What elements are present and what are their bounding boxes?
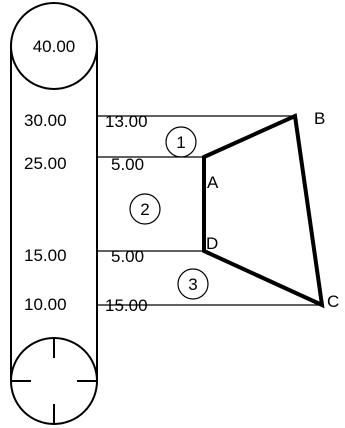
region-label-2: 2	[140, 200, 149, 219]
region-label-1: 1	[176, 133, 185, 152]
point-label-c: C	[327, 292, 339, 311]
scale-label-10: 10.00	[24, 295, 67, 314]
region-circle-3	[177, 268, 209, 300]
point-label-a: A	[207, 173, 219, 192]
trapezoid-shape	[202, 113, 325, 309]
line-value-5-bottom: 5.00	[111, 247, 144, 266]
line-value-15: 15.00	[105, 296, 148, 315]
scale-label-25: 25.00	[24, 154, 67, 173]
top-value: 40.00	[33, 37, 76, 56]
point-label-b: B	[314, 109, 325, 128]
line-value-5-top: 5.00	[111, 155, 144, 174]
region-circle-1	[165, 126, 197, 158]
region-circle-2	[129, 193, 161, 225]
scale-label-15: 15.00	[24, 246, 67, 265]
scale-label-30: 30.00	[24, 111, 67, 130]
point-label-d: D	[206, 234, 218, 253]
line-value-13: 13.00	[105, 112, 148, 131]
region-label-3: 3	[188, 275, 197, 294]
